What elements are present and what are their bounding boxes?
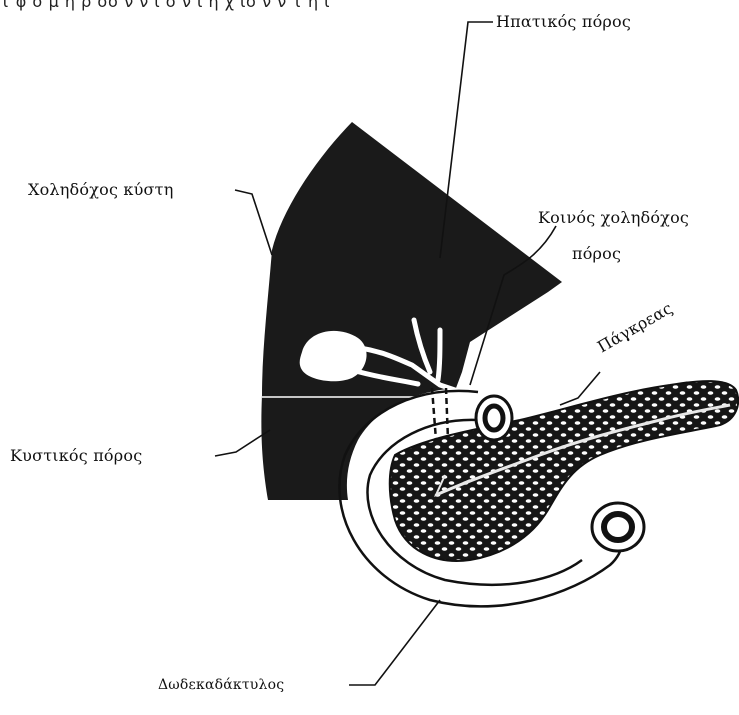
label-common-bile-duct-line1: Κοινός χοληδόχος (538, 208, 689, 227)
duodenum-opening-top (476, 396, 512, 440)
common-bile-duct (432, 388, 448, 440)
pancreas-shape (390, 381, 738, 561)
label-hepatic-duct: Ηπατικός πόρος (496, 12, 631, 31)
label-duodenum: Δωδεκαδάκτυλος (158, 677, 284, 693)
label-common-bile-duct-line2: πόρος (572, 244, 621, 263)
label-cystic-duct: Κυστικός πόρος (10, 446, 142, 465)
label-gallbladder: Χοληδόχος κύστη (28, 180, 173, 199)
duodenum-opening-bottom (592, 503, 644, 551)
